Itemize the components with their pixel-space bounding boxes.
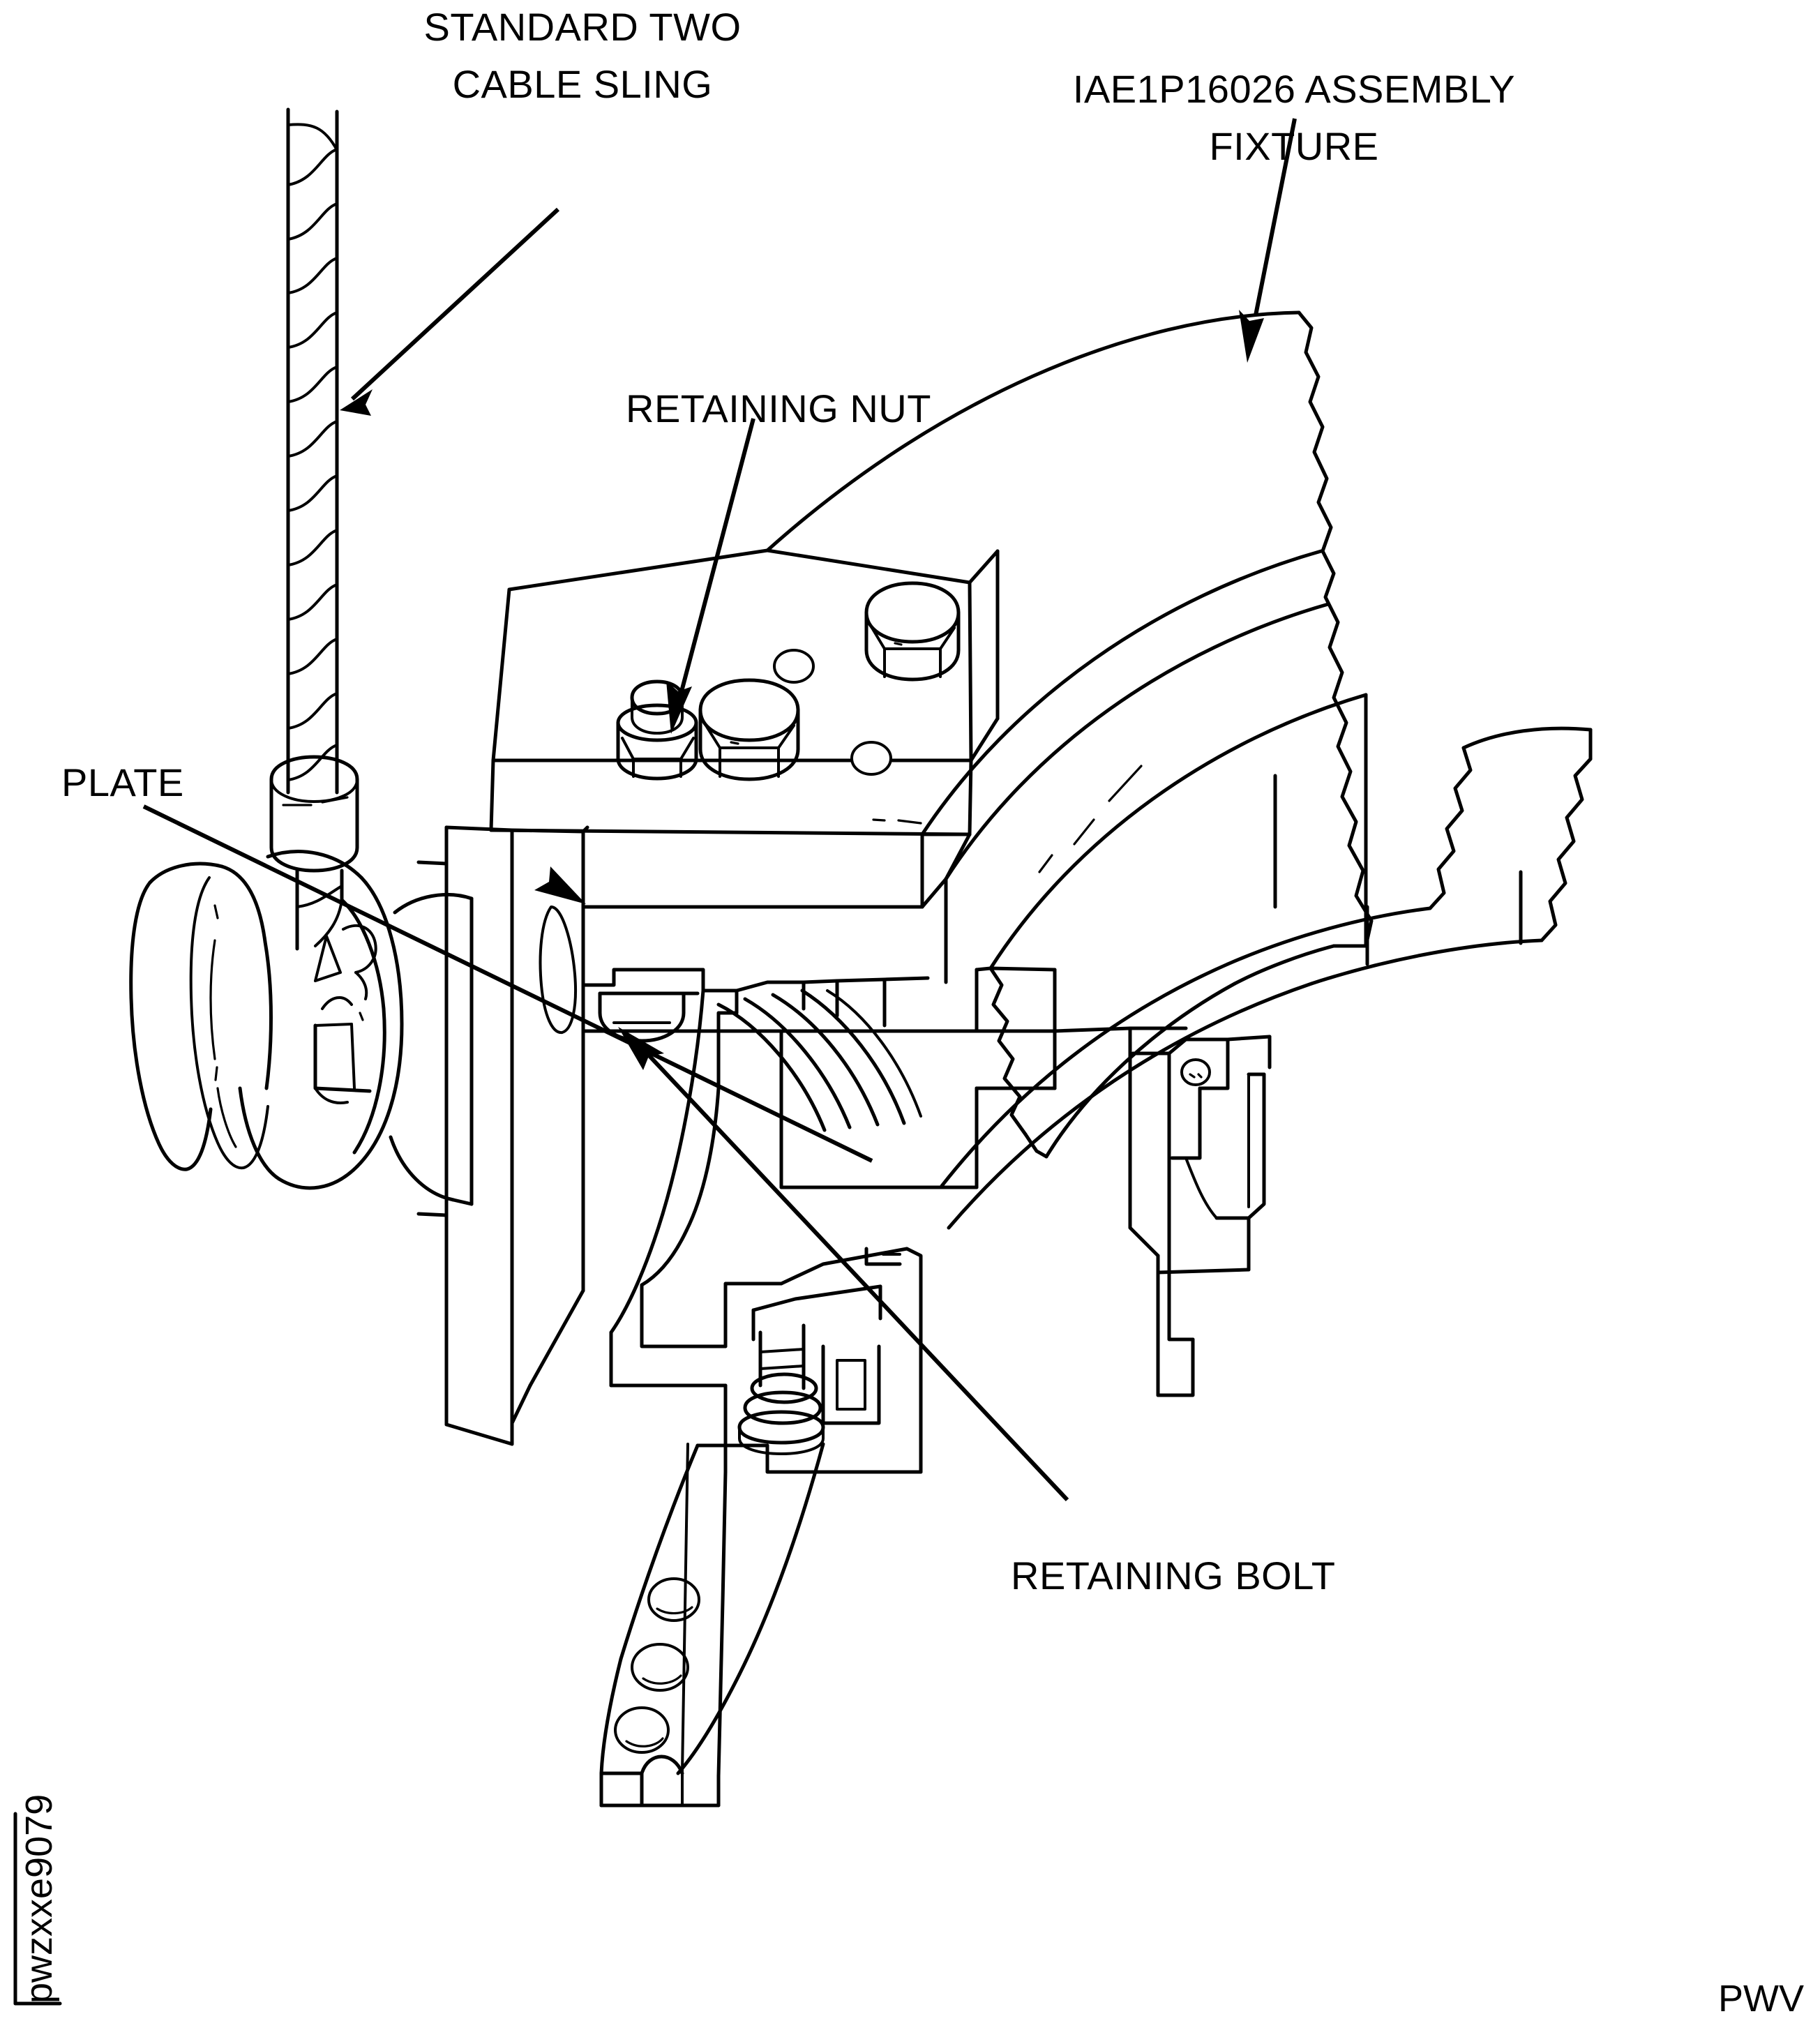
arrowhead-assembly-fixture	[1239, 310, 1264, 363]
callout-retaining-nut: RETAINING NUT	[626, 386, 931, 430]
leader-plate	[142, 804, 873, 1163]
callout-retaining-bolt: RETAINING BOLT	[1011, 1554, 1335, 1598]
flange-hole-1	[647, 1577, 700, 1622]
callout-plate: PLATE	[61, 760, 184, 804]
leader-retaining-nut	[676, 418, 755, 705]
retaining-nut	[616, 679, 698, 781]
callout-cable-sling-line1: STANDARD TWO	[423, 5, 741, 49]
plate	[416, 825, 589, 1446]
callout-labels: STANDARD TWO CABLE SLING IAE1P16026 ASSE…	[61, 5, 1515, 1598]
callout-assembly-fixture-line1: IAE1P16026 ASSEMBLY	[1073, 67, 1515, 111]
arrowhead-cable-sling	[340, 389, 373, 416]
figure-id-block: pwzxxe9079	[13, 1794, 62, 2006]
structure-detail-lines	[920, 832, 1057, 1090]
arrowhead-plate	[534, 866, 586, 904]
pulley-sheave-assembly	[129, 850, 474, 1206]
hole-upper	[773, 649, 815, 684]
hex-bolt-head-lower	[698, 678, 800, 781]
arrowhead-retaining-nut	[666, 681, 692, 734]
arrowhead-retaining-bolt	[618, 1027, 664, 1070]
hole-lower	[850, 741, 892, 776]
fixture-rib-section	[1128, 1026, 1272, 1397]
fan-case-flange	[599, 1442, 825, 1808]
leader-lines	[142, 118, 1297, 1502]
drawing-number-vertical: pwzxxe9079	[18, 1794, 60, 2004]
flange-hole-2	[631, 1643, 689, 1692]
corner-code: PWV	[1718, 1978, 1804, 2020]
fixture-top-plate	[489, 548, 1000, 881]
leader-assembly-fixture	[1254, 118, 1297, 316]
leader-cable-sling	[350, 207, 560, 401]
hex-bolt-head-upper	[864, 581, 961, 682]
standard-two-cable-sling	[269, 107, 359, 951]
leader-retaining-bolt	[640, 1046, 1069, 1502]
callout-assembly-fixture-line2: FIXTURE	[1209, 124, 1378, 168]
callout-cable-sling-line2: CABLE SLING	[453, 62, 713, 106]
flange-hole-3	[614, 1706, 670, 1754]
retaining-bolt	[737, 1323, 825, 1455]
